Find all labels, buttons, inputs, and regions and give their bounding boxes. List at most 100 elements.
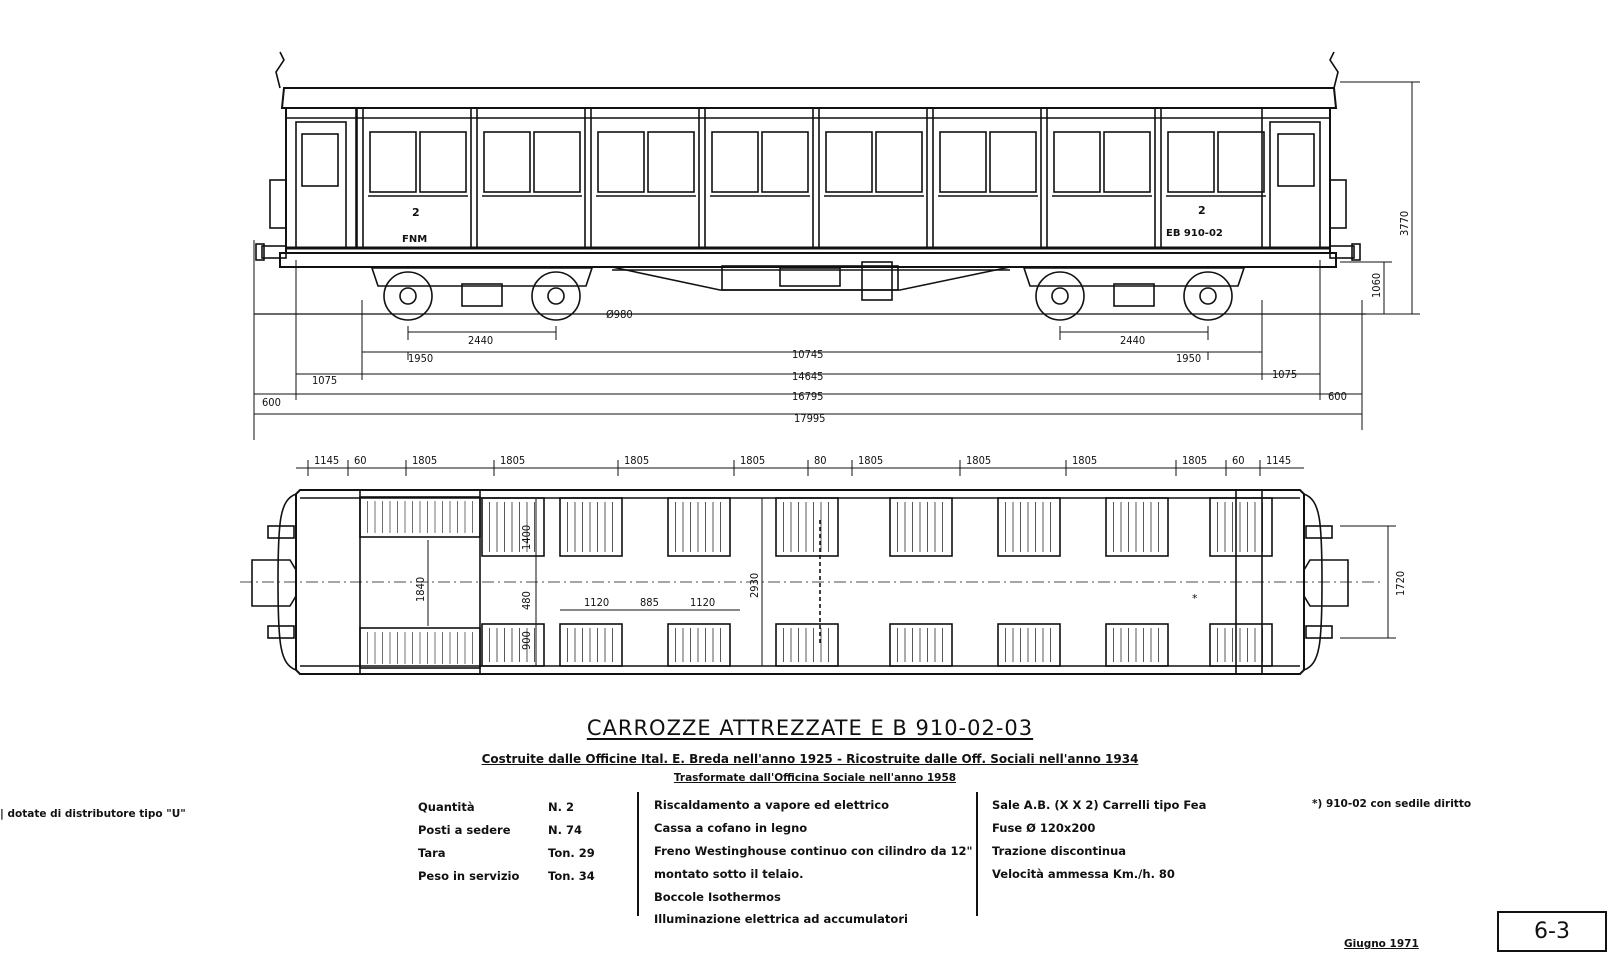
side-window [989,131,1037,193]
dim-aisle: 1400 [520,525,533,550]
body-pillar [584,107,592,249]
dim-gap: 480 [520,591,533,610]
plan-top-dim: 80 [814,454,827,467]
plan-top-dim: 60 [354,454,367,467]
plan-top-dim: 1805 [966,454,991,467]
dim-buffer-left: 600 [262,396,281,409]
dim-wheel: Ø980 [606,308,633,321]
feature-item: Illuminazione elettrica ad accumulatori [654,912,908,926]
dim-overhang-left: 1075 [312,374,337,387]
feature-item: Cassa a cofano in legno [654,821,808,835]
left-owner-marking: FNM [402,234,427,245]
dim-pivots: 10745 [792,348,823,361]
dim-bogie-width: 1720 [1394,571,1407,596]
feature-item: Freno Westinghouse continuo con cilindro… [654,844,973,858]
plan-top-dim: 1805 [740,454,765,467]
body-pillar [356,107,364,249]
spec-value: Ton. 34 [548,869,595,883]
side-window [825,131,873,193]
tech-item: Fuse Ø 120x200 [992,821,1096,835]
seat-bench [997,497,1061,557]
plan-top-dim: 60 [1232,454,1245,467]
wheel [1183,271,1233,321]
side-window [647,131,695,193]
spec-label: Quantità [418,800,475,814]
side-window [1103,131,1151,193]
drawing-title: CARROZZE ATTREZZATE E B 910-02-03 [586,716,1034,740]
side-window [419,131,467,193]
tech-item: Sale A.B. (X X 2) Carrelli tipo Fea [992,798,1207,812]
seat-bench [889,623,953,667]
seat-bench [1105,623,1169,667]
side-window [533,131,581,193]
dim-total: 17995 [794,412,825,425]
wheel [531,271,581,321]
dim-body: 14645 [792,370,823,383]
side-window [597,131,645,193]
side-window [1053,131,1101,193]
seat-bench [889,497,953,557]
dim-seat-a: 1120 [584,596,609,609]
side-window [875,131,923,193]
drawing-subtitle-2: Trasformate dall'Officina Sociale nell'a… [673,772,957,784]
wheel-hub [1051,287,1069,305]
seat-bench [481,497,545,557]
wheel-hub [547,287,565,305]
side-window [761,131,809,193]
bogie-spring [461,283,503,307]
plan-top-dim: 1805 [412,454,437,467]
spec-label: Tara [418,846,446,860]
seat-bench [775,497,839,557]
plan-top-dim: 1805 [500,454,525,467]
spec-value: Ton. 29 [548,846,595,860]
dim-buffers: 16795 [792,390,823,403]
plan-top-dim: 1145 [314,454,339,467]
seat-bench [559,497,623,557]
wheel-hub [1199,287,1217,305]
plan-top-dim: 1145 [1266,454,1291,467]
dim-buffer-right: 600 [1328,390,1347,403]
dim-bogie-right: 2440 [1120,334,1145,347]
spec-value: N. 74 [548,823,583,837]
side-window [1217,131,1265,193]
right-number-marking: EB 910-02 [1166,228,1223,239]
spec-label: Peso in servizio [418,869,520,883]
wheel [383,271,433,321]
seat-footnote-marker: * [1192,592,1198,605]
plan-top-dim: 1805 [1072,454,1097,467]
dim-pivot-left: 1950 [408,352,433,365]
dim-width: 2930 [748,573,761,598]
drawing-date: Giugno 1971 [1344,938,1419,950]
seat-bench [997,623,1061,667]
dim-height-floor: 1060 [1370,273,1383,298]
body-pillar [698,107,706,249]
wheel [1035,271,1085,321]
seat-bench [1105,497,1169,557]
body-pillar [1154,107,1162,249]
seat-bench [667,623,731,667]
side-window [711,131,759,193]
wheel-hub [399,287,417,305]
right-class-marking: 2 [1198,204,1206,217]
side-window [1167,131,1215,193]
body-pillar [812,107,820,249]
footnote: *) 910-02 con sedile diritto [1312,798,1472,810]
left-class-marking: 2 [412,206,420,219]
spec-value: N. 2 [548,800,574,814]
drawing-subtitle: Costruite dalle Officine Ital. E. Breda … [481,752,1139,766]
tech-item: Velocità ammessa Km./h. 80 [992,867,1175,881]
plan-top-dim: 1805 [1182,454,1207,467]
features-right-rule [976,792,978,916]
body-pillar [926,107,934,249]
dim-height-total: 3770 [1398,211,1411,236]
dim-seat-b: 1120 [690,596,715,609]
plan-top-dim: 1805 [858,454,883,467]
dim-vestibule: 1840 [414,577,427,602]
dim-seat-gap: 885 [640,596,659,609]
feature-item: Boccole Isothermos [654,890,781,904]
seat-bench [667,497,731,557]
tech-item: Trazione discontinua [992,844,1127,858]
bogie-frame [1022,267,1246,287]
side-window [369,131,417,193]
